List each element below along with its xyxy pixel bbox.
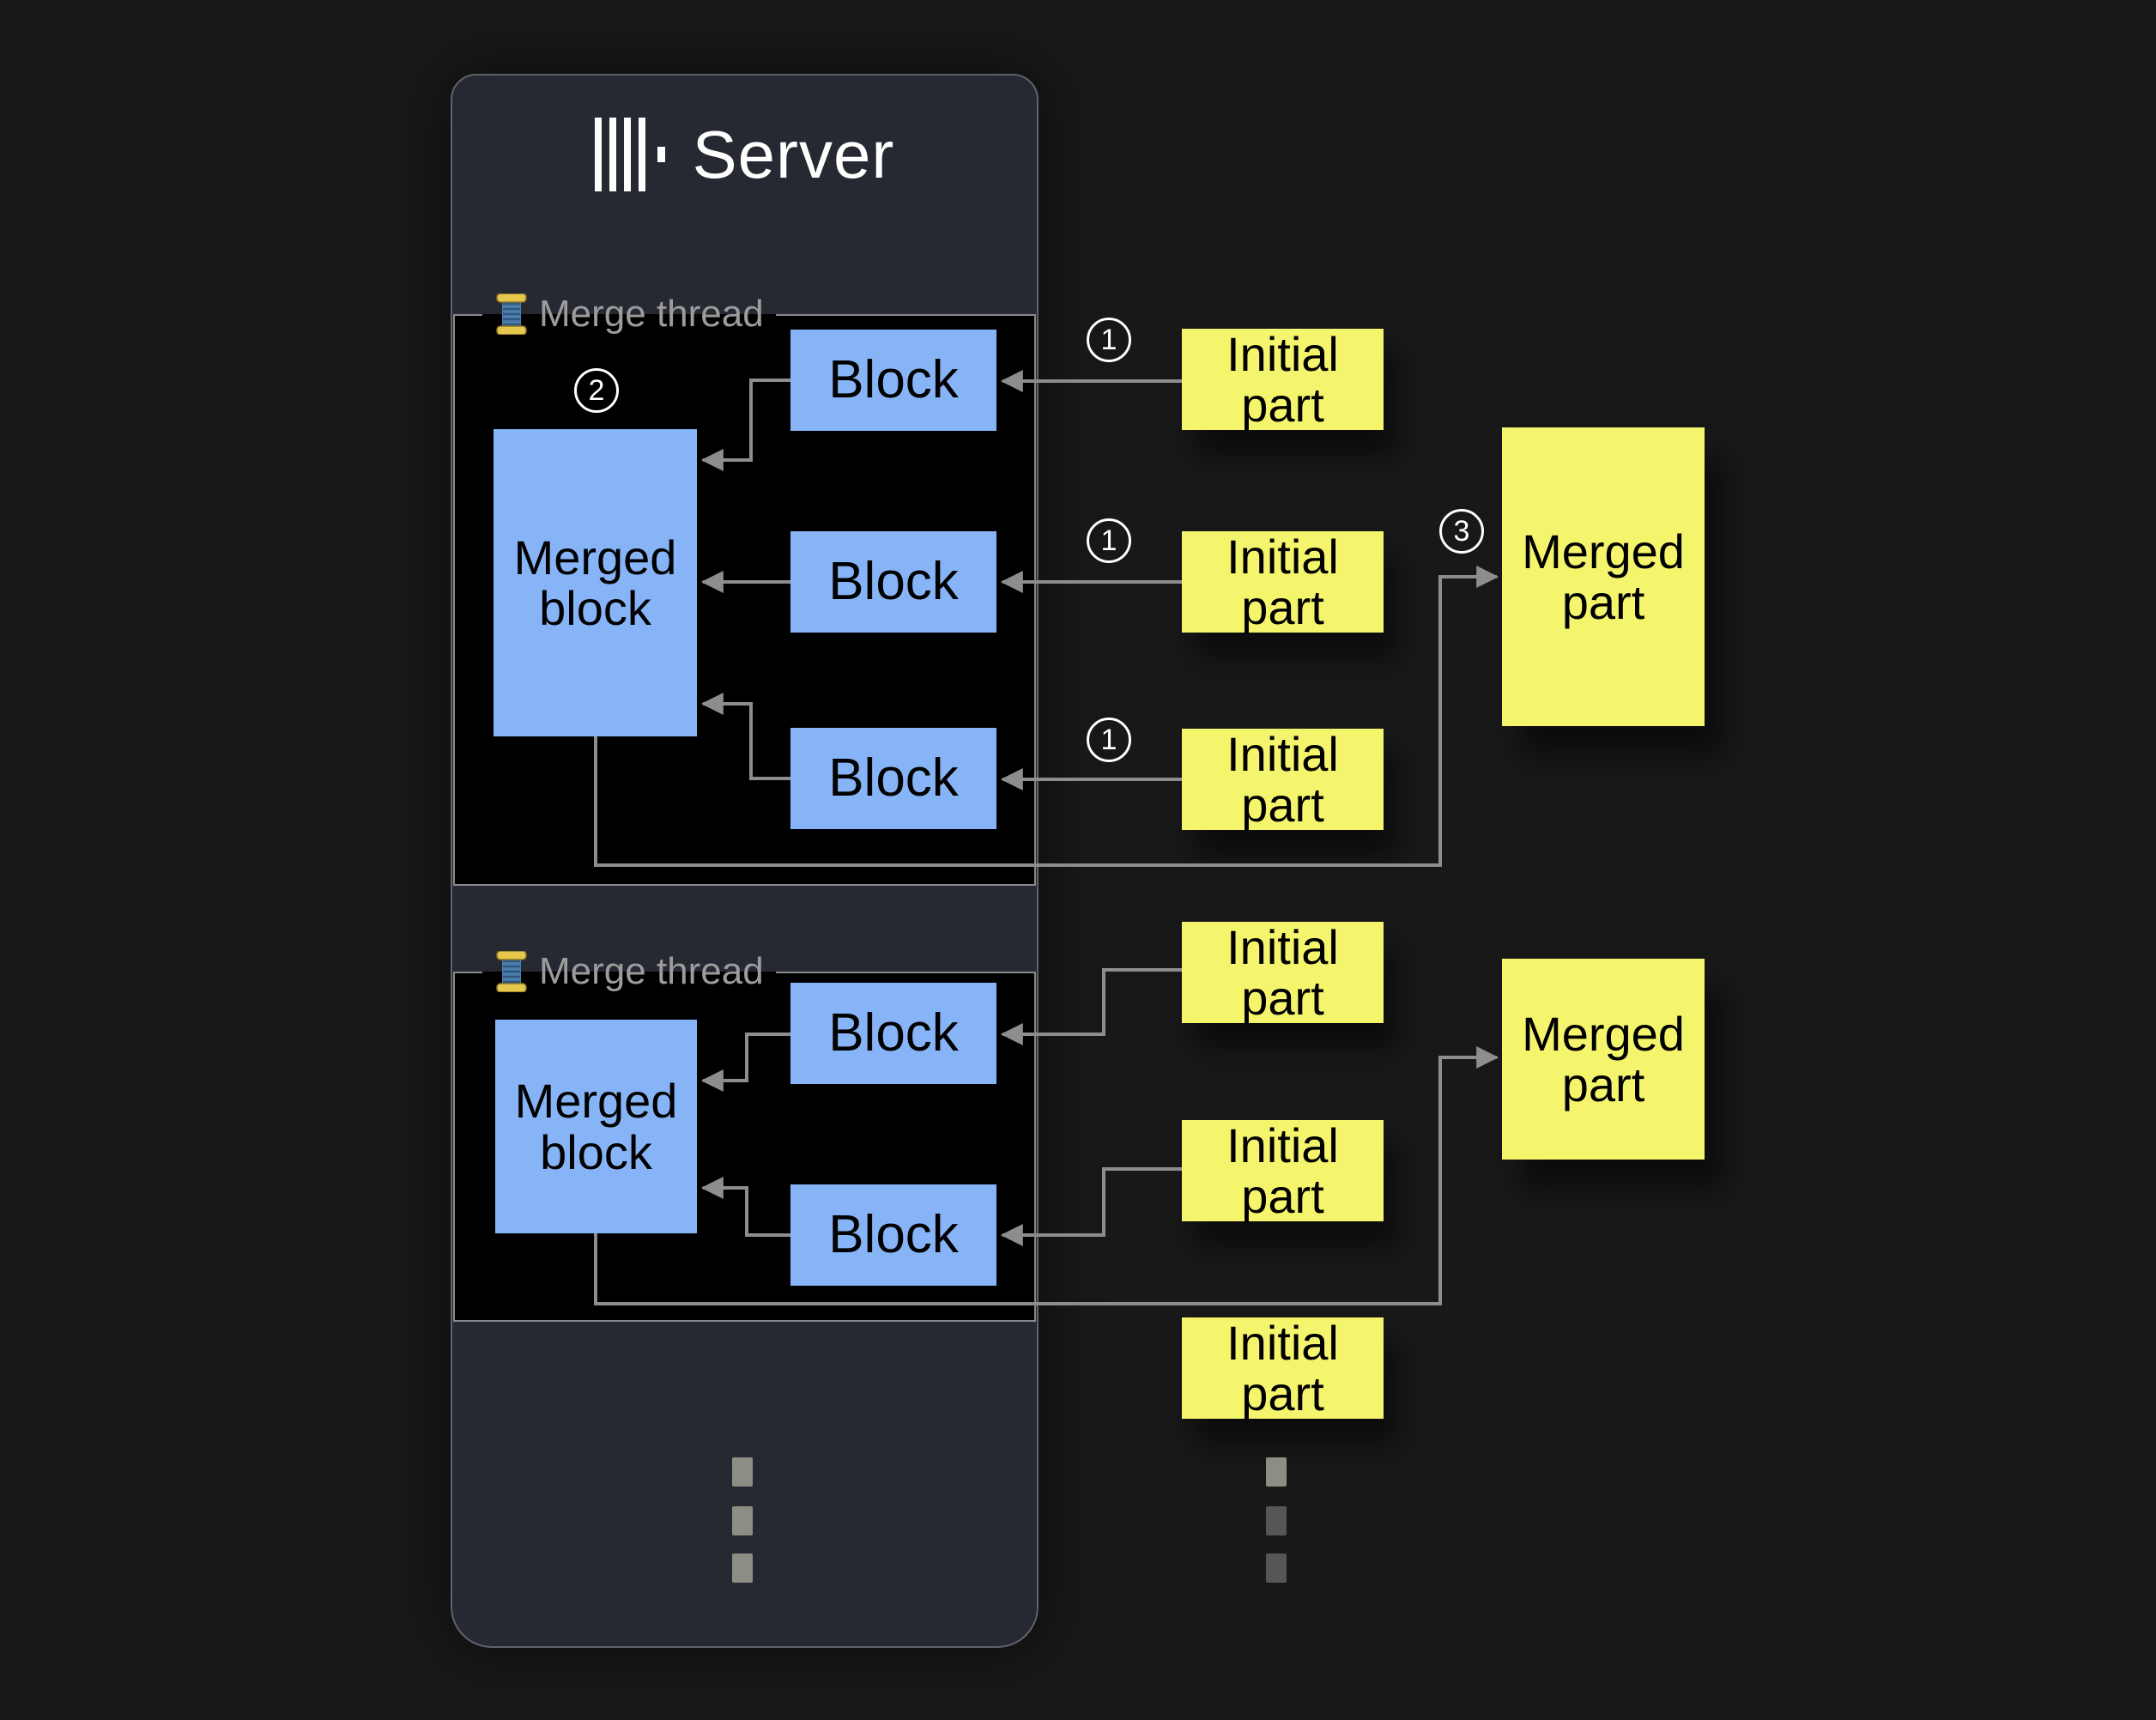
initial-part-2: Initial part xyxy=(1182,530,1384,633)
thread-spool-icon xyxy=(496,951,527,992)
step-2-badge: 2 xyxy=(574,368,619,413)
step-1-badge: 1 xyxy=(1087,718,1131,762)
server-title: Server xyxy=(692,116,895,192)
ellipsis-dot xyxy=(1266,1553,1287,1583)
ellipsis-dot xyxy=(732,1457,753,1487)
ellipsis-dot xyxy=(732,1553,753,1583)
step-1-badge: 1 xyxy=(1087,318,1131,362)
step-1-badge: 1 xyxy=(1087,518,1131,563)
merge-thread-label-text: Merge thread xyxy=(539,293,764,335)
merged-block-1: Merged block xyxy=(494,429,697,736)
merged-part-1: Merged part xyxy=(1502,427,1705,726)
ellipsis-dot xyxy=(1266,1506,1287,1535)
merge-thread-label-1: Merge thread xyxy=(482,288,776,341)
initial-part-1: Initial part xyxy=(1182,328,1384,430)
step-3-badge: 3 xyxy=(1439,509,1484,554)
server-header: Server xyxy=(451,112,1039,197)
ellipsis-dot xyxy=(732,1506,753,1535)
initial-part-6: Initial part xyxy=(1182,1317,1384,1419)
block-2a: Block xyxy=(790,983,996,1084)
merge-thread-label-text: Merge thread xyxy=(539,950,764,992)
initial-part-4: Initial part xyxy=(1182,921,1384,1023)
block-1c: Block xyxy=(790,728,996,829)
thread-spool-icon xyxy=(496,294,527,335)
merge-thread-label-2: Merge thread xyxy=(482,945,776,998)
ellipsis-dot xyxy=(1266,1457,1287,1487)
initial-part-3: Initial part xyxy=(1182,728,1384,830)
block-1a: Block xyxy=(790,330,996,431)
merged-part-2: Merged part xyxy=(1502,959,1705,1160)
merged-block-2: Merged block xyxy=(495,1020,697,1233)
clickhouse-logo-icon xyxy=(594,118,665,191)
block-1b: Block xyxy=(790,531,996,633)
initial-part-5: Initial part xyxy=(1182,1119,1384,1221)
block-2b: Block xyxy=(790,1184,996,1286)
